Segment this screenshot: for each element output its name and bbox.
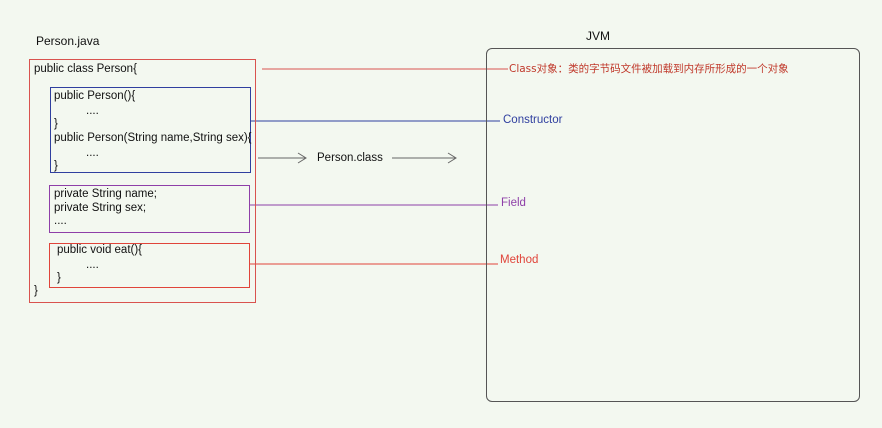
constructor-line: } (54, 160, 58, 172)
jvm-box (486, 48, 860, 402)
class-object-label: Class对象：类的字节码文件被加载到内存所形成的一个对象 (509, 63, 789, 75)
constructor-box (50, 87, 251, 173)
method-line: .... (86, 259, 99, 271)
class-box (29, 59, 256, 303)
constructor-line: .... (86, 147, 99, 159)
load-arrow (392, 152, 457, 164)
method-line: } (57, 272, 61, 284)
compiled-class-label: Person.class (317, 152, 383, 164)
field-line: private String name; (54, 188, 157, 200)
field-label: Field (501, 197, 526, 209)
field-box (49, 185, 250, 233)
constructor-line: public Person(String name,String sex){ (54, 132, 252, 144)
jvm-title: JVM (586, 29, 610, 43)
constructor-line: .... (86, 105, 99, 117)
class-declaration: public class Person{ (34, 63, 137, 75)
field-line: private String sex; (54, 202, 147, 214)
method-box (49, 243, 250, 288)
constructor-line: } (54, 118, 58, 130)
constructor-label: Constructor (503, 114, 563, 126)
field-line: .... (54, 215, 67, 227)
class-close-brace: } (34, 285, 38, 297)
method-line: public void eat(){ (57, 244, 143, 256)
constructor-line: public Person(){ (54, 90, 136, 102)
method-label: Method (500, 254, 539, 266)
compile-arrow (258, 152, 307, 164)
source-file-title: Person.java (36, 34, 100, 48)
